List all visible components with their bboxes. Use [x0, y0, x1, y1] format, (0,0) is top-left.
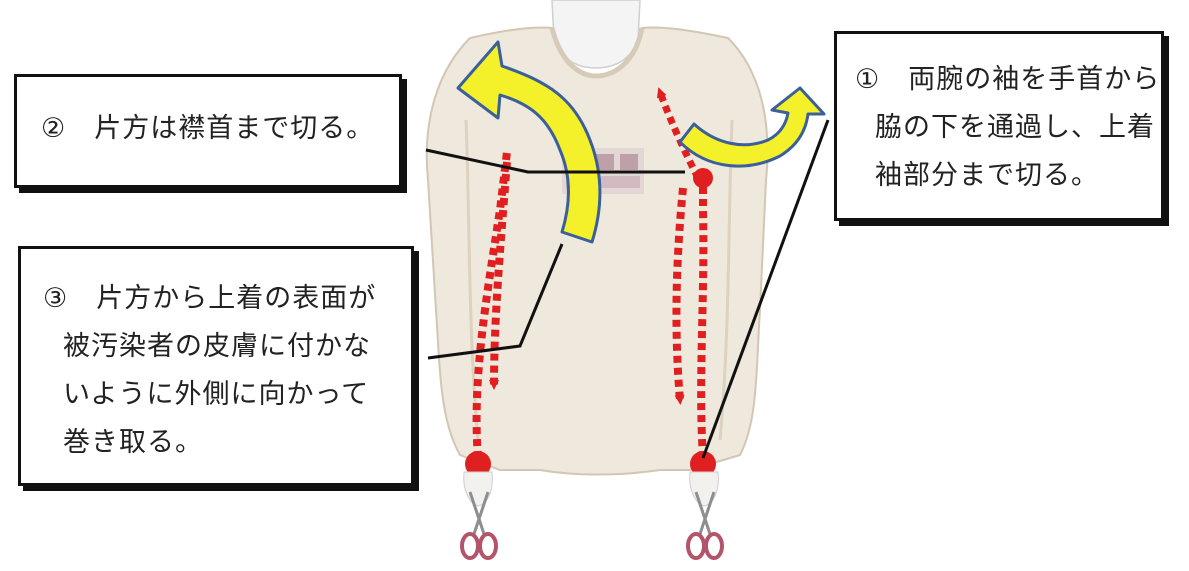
callout-step3: ③ 片方から上着の表面が 被汚染者の皮膚に付かな いように外側に向かって 巻き取…	[18, 246, 414, 486]
callout-step1-line: 脇の下を通過し、上着	[855, 104, 1161, 152]
left-hand	[464, 472, 493, 506]
right-hand	[690, 472, 719, 506]
callout-step1: ① 両腕の袖を手首から 脇の下を通過し、上着 袖部分まで切る。	[834, 31, 1164, 221]
callout-step2-line: ② 片方は襟首まで切る。	[41, 105, 399, 153]
callout-step3-line: ③ 片方から上着の表面が	[43, 275, 411, 323]
callout-step3-line: いように外側に向かって	[43, 371, 411, 419]
callout-step2: ② 片方は襟首まで切る。	[14, 74, 402, 188]
callout-step3-line: 被汚染者の皮膚に付かな	[43, 323, 411, 371]
callout-step3-line: 巻き取る。	[43, 419, 411, 467]
callout-step1-line: 袖部分まで切る。	[855, 152, 1161, 200]
callout-step1-line: ① 両腕の袖を手首から	[855, 56, 1161, 104]
